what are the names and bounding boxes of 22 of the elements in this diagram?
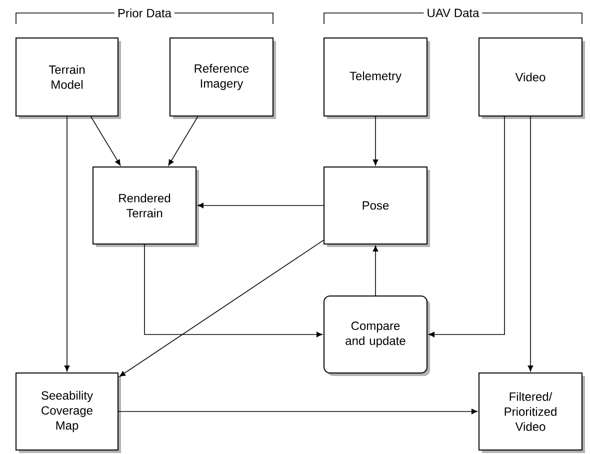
process-box: Terrain Model (16, 38, 121, 119)
arrow (90, 116, 121, 166)
process-box: Rendered Terrain (92, 166, 199, 247)
arrow (168, 116, 198, 166)
process-box: Telemetry (324, 38, 430, 119)
process-box: Reference Imagery (170, 38, 276, 119)
process-box: Seeability Coverage Map (16, 372, 121, 453)
group-label: UAV Data (424, 6, 482, 20)
arrow (64, 116, 70, 372)
group-label: Prior Data (114, 6, 174, 20)
arrow (528, 116, 534, 372)
arrow (372, 116, 378, 166)
arrow (118, 408, 478, 414)
arrow (119, 240, 324, 377)
rounded-process-box: Compare and update (324, 295, 430, 376)
arrow (144, 244, 322, 338)
process-box: Pose (324, 166, 430, 247)
arrow (372, 246, 378, 296)
arrow (198, 202, 324, 208)
process-box: Filtered/ Prioritized Video (478, 372, 585, 453)
process-box: Video (478, 38, 585, 119)
arrow (428, 116, 505, 338)
